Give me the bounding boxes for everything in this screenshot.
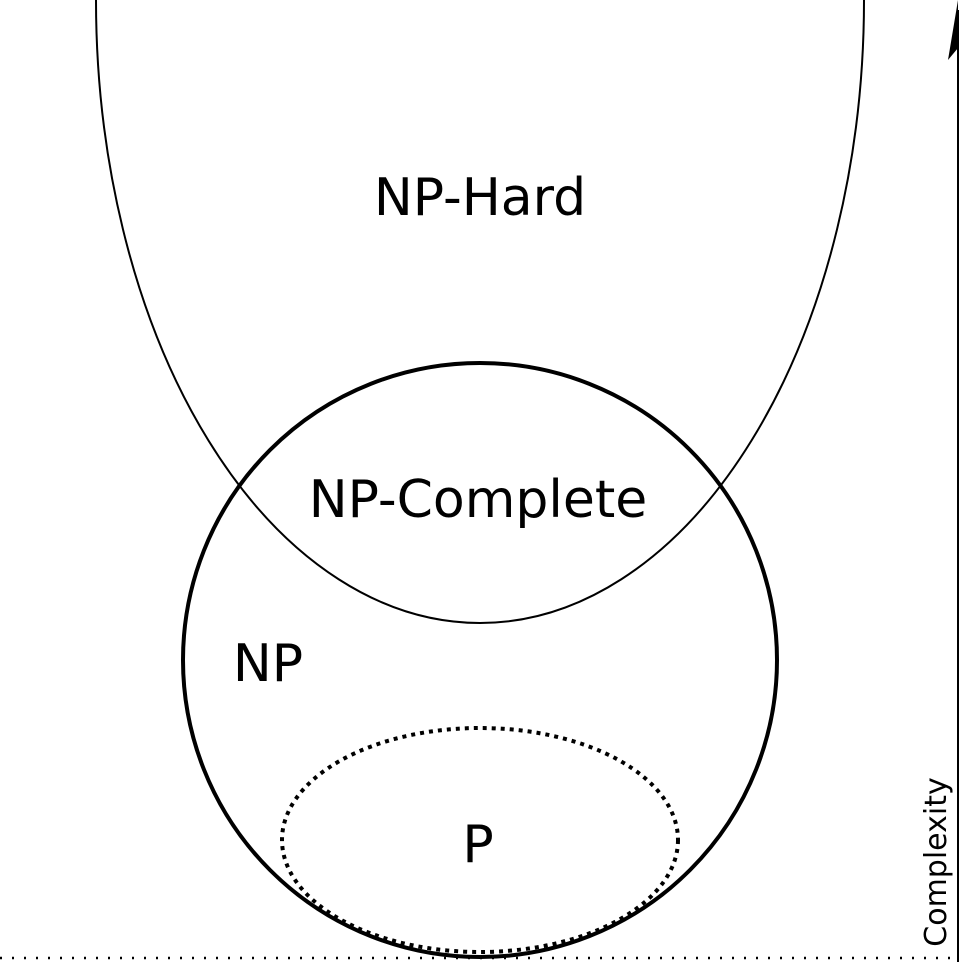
- np-complete-label: NP-Complete: [309, 470, 647, 530]
- p-label: P: [462, 815, 493, 875]
- axis-arrow-icon: [948, 0, 958, 60]
- np-hard-region: [95, 0, 865, 624]
- complexity-axis-label: Complexity: [919, 777, 954, 946]
- p-region: [280, 726, 680, 954]
- np-hard-label: NP-Hard: [374, 168, 586, 228]
- np-label: NP: [233, 634, 303, 694]
